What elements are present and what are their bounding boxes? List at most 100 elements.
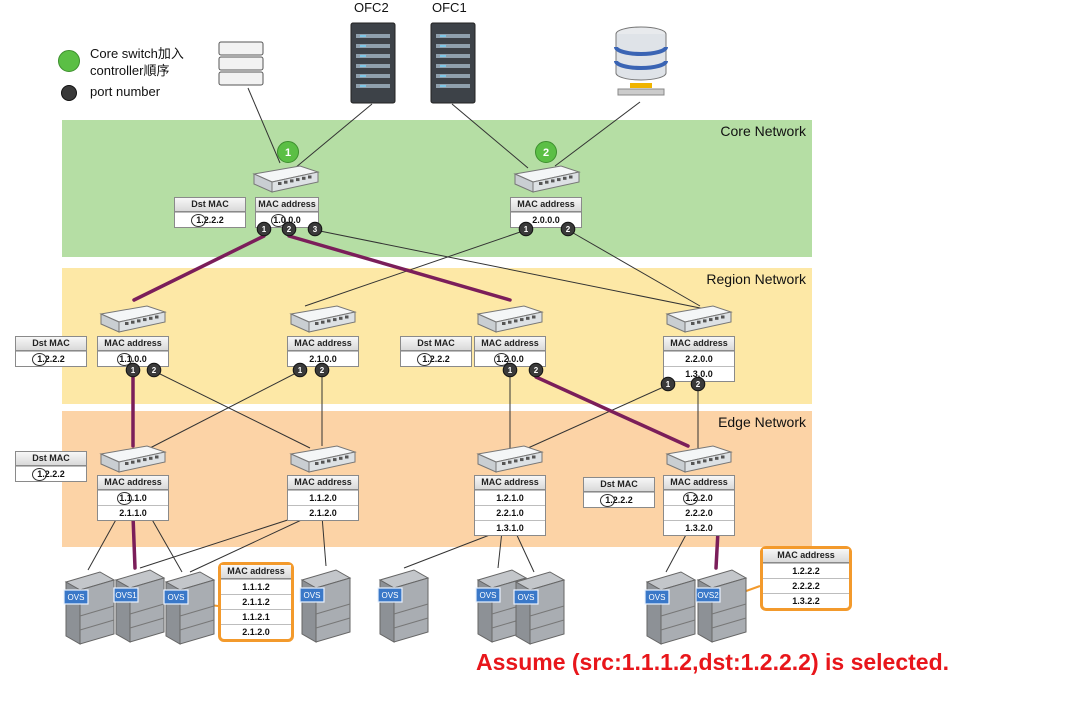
core-switch-1-port-2: 2: [281, 221, 297, 237]
selected-path-segment: [714, 529, 720, 570]
link-e2-h4: [321, 515, 327, 567]
region-switch-3-dst-mac-row: 1.2.2.2: [401, 351, 471, 366]
edge-switch-3-mac-table-header: MAC address: [475, 476, 545, 490]
region-switch-2-port-2-label: 2: [320, 366, 325, 375]
host-mac-table-1-value: 2.1.2.0: [242, 627, 270, 637]
edge-switch-4-dst-mac-row: 1.2.2.2: [584, 492, 654, 507]
edge-switch-1-mac-table-row: 1.1.1.0: [98, 490, 168, 505]
region-switch-4-mac-table-value: 2.2.0.0: [685, 354, 713, 364]
edge-switch-3: [476, 445, 544, 473]
selected-path-segment: [131, 514, 137, 570]
edge-switch-3-mac-table-row: 2.2.1.0: [475, 505, 545, 520]
edge-switch-4-dst-mac-header: Dst MAC: [584, 478, 654, 492]
edge-switch-4-dst-mac: Dst MAC 1.2.2.2: [583, 477, 655, 508]
region-switch-2-port-1: 1: [292, 362, 308, 378]
core-order-badge-1: 1: [277, 141, 299, 163]
host-mac-table-2-row: 2.2.2.2: [763, 578, 849, 593]
host-mac-table-2-row: 1.2.2.2: [763, 563, 849, 578]
edge-switch-2-mac-table-row: 1.1.2.0: [288, 490, 358, 505]
core-order-badge-1-label: 1: [285, 147, 291, 159]
region-switch-4-mac-table-row: 1.3.0.0: [664, 366, 734, 381]
host-6-label: OVS: [480, 591, 497, 600]
core-switch-1-dst-mac-row: 1.2.2.2: [175, 212, 245, 227]
ofc2-server-icon: [350, 22, 396, 104]
link-e1-h1: [87, 515, 119, 571]
edge-switch-2-mac-table-header: MAC address: [288, 476, 358, 490]
edge-switch-3-mac-table: MAC address 1.2.1.0 2.2.1.0 1.3.1.0: [474, 475, 546, 536]
core-switch-1: [252, 165, 320, 193]
host-mac-table-1-value: 1.1.1.2: [242, 582, 270, 592]
link-db-core2: [554, 101, 641, 167]
region-switch-1-port-2-label: 2: [152, 366, 157, 375]
edge-switch-4-dst-mac-value: 1.2.2.2: [605, 495, 633, 505]
region-switch-2-mac-table-row: 2.1.0.0: [288, 351, 358, 366]
region-switch-4: [665, 305, 733, 333]
link-e2-h2: [139, 515, 301, 569]
region-switch-3-port-1-label: 1: [508, 366, 513, 375]
region-switch-3-mac-table-value: 1.2.0.0: [496, 354, 524, 364]
host-4: OVS: [299, 569, 352, 643]
edge-switch-3-mac-table-row: 1.3.1.0: [475, 520, 545, 535]
link-core1p3-r4: [314, 229, 711, 311]
host-mac-table-2-header: MAC address: [763, 549, 849, 563]
link-e3-h6: [497, 530, 503, 569]
link-core2p1-r2: [304, 229, 527, 307]
edge-switch-4-mac-table-value: 1.3.2.0: [685, 523, 713, 533]
legend-port-text: port number: [90, 84, 161, 99]
region-switch-1-mac-table-row: 1.1.0.0: [98, 351, 168, 366]
edge-switch-1-mac-table-value: 1.1.1.0: [119, 493, 147, 503]
host-mac-table-2: MAC address 1.2.2.2 2.2.2.2 1.3.2.2: [760, 546, 852, 611]
host-mac-table-2-value: 1.2.2.2: [792, 566, 820, 576]
edge-switch-1-mac-table-row: 2.1.1.0: [98, 505, 168, 520]
core-switch-2-mac-table-value: 2.0.0.0: [532, 215, 560, 225]
core-order-badge-2-label: 2: [543, 147, 549, 159]
link-ofc1-core2: [451, 103, 529, 169]
host-7: OVS: [513, 571, 566, 645]
ofc1-label: OFC1: [432, 0, 467, 15]
core-switch-1-mac-table-header: MAC address: [256, 198, 318, 212]
region-network-label: Region Network: [706, 271, 806, 287]
host-mac-table-2-value: 1.3.2.2: [792, 596, 820, 606]
core-switch-2-port-1-label: 1: [524, 225, 529, 234]
host-mac-table-1-header: MAC address: [221, 565, 291, 579]
selected-path-segment: [132, 234, 266, 302]
prefix-highlight-circle: [117, 353, 132, 366]
edge-switch-3-mac-table-value: 1.2.1.0: [496, 493, 524, 503]
edge-switch-3-mac-table-value: 1.3.1.0: [496, 523, 524, 533]
region-switch-3-dst-mac-header: Dst MAC: [401, 337, 471, 351]
edge-switch-4-mac-table-header: MAC address: [664, 476, 734, 490]
host-mac-table-1-row: 1.1.2.1: [221, 609, 291, 624]
region-switch-1-dst-mac-value: 1.2.2.2: [37, 354, 65, 364]
edge-switch-2: [289, 445, 357, 473]
assumption-text: Assume (src:1.1.1.2,dst:1.2.2.2) is sele…: [476, 649, 950, 675]
link-ofc2-core1: [294, 103, 373, 169]
core-network-band: Core Network: [62, 120, 812, 257]
edge-switch-4-mac-table-row: 1.3.2.0: [664, 520, 734, 535]
host-mac-table-1-row: 2.1.2.0: [221, 624, 291, 639]
region-switch-2-port-1-label: 1: [298, 366, 303, 375]
ofc1-server-icon: [430, 22, 476, 104]
region-switch-4-port-1-label: 1: [666, 380, 671, 389]
core-switch-1-mac-table-value: 1.0.0.0: [273, 215, 301, 225]
region-switch-3-mac-table-row: 1.2.0.0: [475, 351, 545, 366]
edge-switch-1-dst-mac-header: Dst MAC: [16, 452, 86, 466]
core-switch-1-port-2-label: 2: [287, 225, 292, 234]
link-e4-h8: [665, 530, 689, 573]
region-switch-1: [99, 305, 167, 333]
region-switch-2-port-2: 2: [314, 362, 330, 378]
link-e3-h5: [403, 530, 501, 569]
link-r4p1-e3: [527, 384, 669, 449]
region-switch-2-mac-table-value: 2.1.0.0: [309, 354, 337, 364]
storage-server-icon: [218, 41, 264, 86]
core-switch-2: [513, 165, 581, 193]
